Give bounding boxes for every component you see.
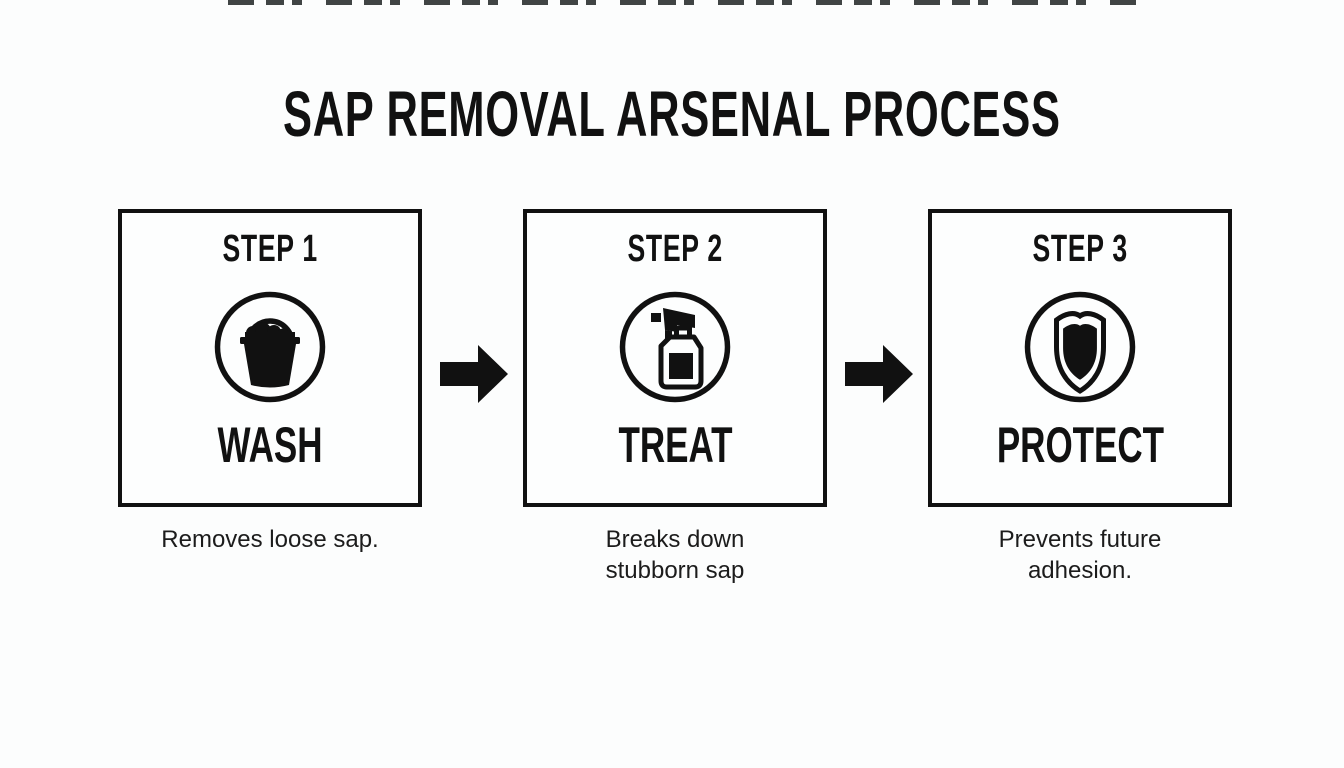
page-title-text: SAP REMOVAL ARSENAL PROCESS bbox=[283, 78, 1061, 150]
step-number-text: STEP 3 bbox=[1032, 228, 1128, 270]
step-name: PROTECT bbox=[932, 419, 1228, 471]
step-caption-protect: Prevents future adhesion. bbox=[928, 524, 1232, 586]
step-box-wash: STEP 1 WASH bbox=[118, 209, 422, 507]
step-number-text: STEP 1 bbox=[222, 228, 318, 270]
shield-icon bbox=[932, 287, 1228, 407]
caption-line: Removes loose sap. bbox=[161, 526, 379, 553]
bucket-icon bbox=[122, 287, 418, 407]
step-number: STEP 2 bbox=[527, 227, 823, 271]
step-number: STEP 3 bbox=[932, 227, 1228, 271]
spray-bottle-icon bbox=[527, 287, 823, 407]
step-name-text: TREAT bbox=[617, 417, 733, 473]
step-box-treat: STEP 2 TREAT bbox=[523, 209, 827, 507]
step-name: WASH bbox=[122, 419, 418, 471]
arrow-right-icon bbox=[440, 345, 508, 403]
step-caption-wash: Removes loose sap. bbox=[118, 524, 422, 555]
caption-line: stubborn sap bbox=[605, 557, 745, 584]
arrow-right-icon bbox=[845, 345, 913, 403]
step-box-protect: STEP 3 PROTECT bbox=[928, 209, 1232, 507]
page-title: SAP REMOVAL ARSENAL PROCESS bbox=[0, 82, 1344, 146]
step-name-text: PROTECT bbox=[996, 417, 1164, 473]
caption-line: adhesion. bbox=[1027, 557, 1133, 584]
step-number-text: STEP 2 bbox=[627, 228, 723, 270]
cropped-text-artifact bbox=[228, 0, 1140, 5]
caption-line: Breaks down bbox=[605, 526, 745, 553]
step-number: STEP 1 bbox=[122, 227, 418, 271]
step-caption-treat: Breaks down stubborn sap bbox=[523, 524, 827, 586]
step-name-text: WASH bbox=[217, 417, 323, 473]
caption-line: Prevents future bbox=[998, 526, 1162, 553]
step-name: TREAT bbox=[527, 419, 823, 471]
